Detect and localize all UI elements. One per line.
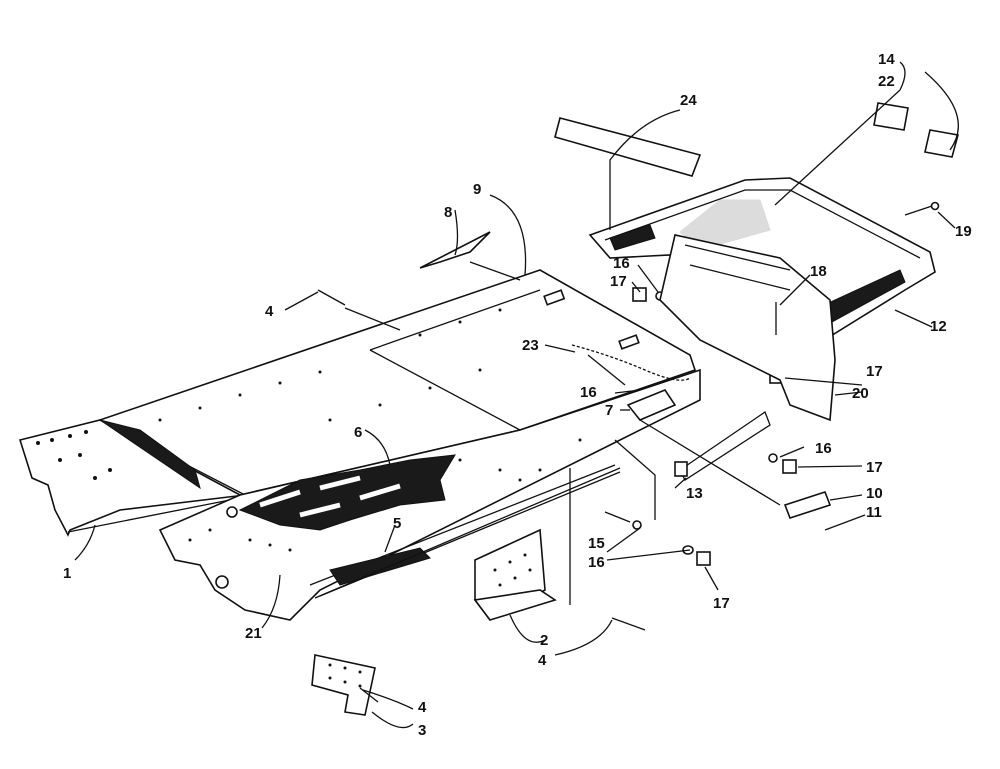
callout-10: 10: [866, 485, 883, 502]
flap-20: [659, 234, 836, 422]
callout-8: 8: [444, 204, 452, 221]
callout-9: 9: [473, 181, 481, 198]
callout-17: 17: [866, 459, 883, 476]
callout-4: 4: [265, 303, 274, 320]
screw-19: [904, 201, 940, 216]
callout-13: 13: [686, 485, 703, 502]
callout-22: 22: [878, 73, 895, 90]
mounting-bracket-3: [311, 654, 376, 716]
mounting-bracket-2: [473, 528, 557, 622]
callout-14: 14: [878, 51, 895, 68]
callout-4: 4: [538, 652, 547, 669]
right-tunnel-side: [158, 368, 701, 621]
callout-16: 16: [588, 554, 605, 571]
callout-15: 15: [588, 535, 605, 552]
callout-7: 7: [605, 402, 613, 419]
callout-17: 17: [866, 363, 883, 380]
callout-5: 5: [393, 515, 401, 532]
bolt-15-washer-nut: [604, 511, 711, 566]
reflector-10: [783, 491, 832, 519]
callout-4: 4: [418, 699, 427, 716]
callout-23: 23: [522, 337, 539, 354]
callout-21: 21: [245, 625, 262, 642]
callout-3: 3: [418, 722, 426, 739]
callout-2: 2: [540, 632, 548, 649]
callout-12: 12: [930, 318, 947, 335]
callout-24: 24: [680, 92, 697, 109]
callout-17: 17: [610, 273, 627, 290]
rod-13: [674, 411, 771, 481]
callout-11: 11: [866, 504, 882, 521]
callout-labels: 1 2 3 4 4 4 5 6 7 8 9 10 11 12 13 14 15 …: [63, 51, 972, 739]
callout-18: 18: [810, 263, 827, 280]
callout-16: 16: [815, 440, 832, 457]
callout-16: 16: [580, 384, 597, 401]
callout-6: 6: [354, 424, 362, 441]
decal-24: [554, 117, 702, 177]
decals-14-22: [873, 102, 960, 158]
chain-23: [571, 344, 691, 386]
callout-16: 16: [613, 255, 630, 272]
callout-17: 17: [713, 595, 730, 612]
callout-1: 1: [63, 565, 71, 582]
leader-lines: [74, 61, 959, 729]
bracket-8: [419, 231, 491, 269]
callout-20: 20: [852, 385, 869, 402]
callout-19: 19: [955, 223, 972, 240]
plate-7: [626, 389, 677, 421]
